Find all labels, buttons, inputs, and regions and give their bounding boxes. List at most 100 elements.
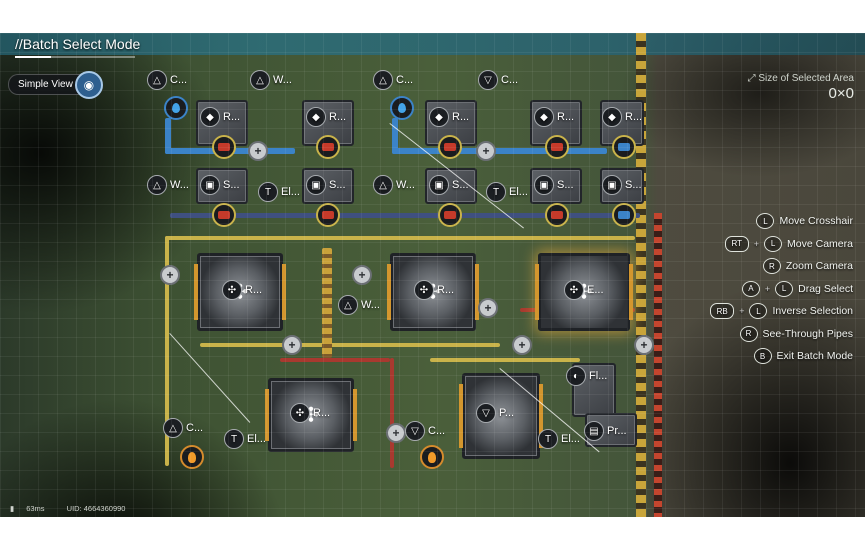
stick-l-icon: L xyxy=(764,235,783,252)
ore-resource-icon xyxy=(212,203,236,227)
well-icon: △ xyxy=(338,295,358,315)
building-tag[interactable]: ▣S... xyxy=(602,175,642,195)
button-a-icon: A xyxy=(741,280,760,297)
building-fl[interactable] xyxy=(572,363,616,417)
refinery-icon: ✣ xyxy=(290,403,310,423)
stick-r-icon: R xyxy=(762,258,781,275)
building-tag[interactable]: ▣S... xyxy=(429,175,469,195)
building-tag[interactable]: ▽C... xyxy=(478,70,518,90)
selected-area-label: ⤢ Size of Selected Area xyxy=(747,73,854,84)
flame-resource-icon xyxy=(180,445,204,469)
building-tag[interactable]: △C... xyxy=(147,70,187,90)
building-tag[interactable]: ▤Pr... xyxy=(584,421,627,441)
electric-pole-icon: T xyxy=(538,429,558,449)
building-refinery-3[interactable]: ✣ xyxy=(265,378,357,452)
pipe-junction-icon[interactable] xyxy=(282,335,302,355)
pipe-junction-icon[interactable] xyxy=(248,141,268,161)
building-tag[interactable]: △C... xyxy=(373,70,413,90)
pipe-junction-icon[interactable] xyxy=(160,265,180,285)
refinery-icon: ◆ xyxy=(429,107,449,127)
building-tag[interactable]: ◆R... xyxy=(306,107,346,127)
building-tag[interactable]: ◆R... xyxy=(602,107,642,127)
building-tag[interactable]: △W... xyxy=(338,295,380,315)
building-tag[interactable]: ◐Fl... xyxy=(566,366,607,386)
control-inverse-selection: RB+ L Inverse Selection xyxy=(710,300,853,323)
pipe-navy xyxy=(170,213,640,218)
electric-pole-icon: T xyxy=(486,182,506,202)
pipe-junction-icon[interactable] xyxy=(476,141,496,161)
button-b-icon: B xyxy=(753,348,772,365)
pipe-blue xyxy=(392,118,398,154)
pipe-junction-icon[interactable] xyxy=(352,265,372,285)
map-water-strip xyxy=(0,33,865,55)
stick-l-icon: L xyxy=(775,280,794,297)
simple-view-label: Simple View xyxy=(18,79,73,90)
pipe-yellow xyxy=(165,236,635,240)
refinery-icon: ◆ xyxy=(534,107,554,127)
building-tag[interactable]: ▣S... xyxy=(306,175,346,195)
controls-legend: L Move Crosshair RT+ L Move Camera R Zoo… xyxy=(710,210,853,368)
building-tag[interactable]: ✣R... xyxy=(222,280,262,300)
smelter-icon: ▣ xyxy=(306,175,326,195)
game-viewport[interactable]: ✣ ✣ ✣ ✣ △C... △W... △C... ▽C... ◆R... ◆R… xyxy=(0,33,865,517)
pipe-junction-icon[interactable] xyxy=(478,298,498,318)
control-move-camera: RT+ L Move Camera xyxy=(710,233,853,256)
crystal-resource-icon xyxy=(612,135,636,159)
crystal-resource-icon xyxy=(612,203,636,227)
simple-view-toggle[interactable]: Simple View ◉ xyxy=(8,71,103,99)
cooler-icon: △ xyxy=(147,70,167,90)
smelter-icon: ▣ xyxy=(602,175,622,195)
building-pump[interactable] xyxy=(459,373,543,459)
pipe-yellow xyxy=(430,358,580,362)
control-see-through-pipes: R See-Through Pipes xyxy=(710,323,853,346)
ore-resource-icon xyxy=(212,135,236,159)
pipe-junction-icon[interactable] xyxy=(386,423,406,443)
stick-l-icon: L xyxy=(749,303,768,320)
cooler-icon: ▽ xyxy=(405,421,425,441)
pipe-red xyxy=(390,358,394,468)
building-tag[interactable]: ▽P... xyxy=(476,403,514,423)
building-tag[interactable]: △C... xyxy=(163,418,203,438)
water-resource-icon xyxy=(164,96,188,120)
ore-resource-icon xyxy=(545,135,569,159)
electric-pole-icon: T xyxy=(224,429,244,449)
control-zoom-camera: R Zoom Camera xyxy=(710,255,853,278)
building-tag[interactable]: △W... xyxy=(250,70,292,90)
pipe-conveyor xyxy=(322,248,332,358)
building-tag[interactable]: ✣R... xyxy=(414,280,454,300)
signal-icon: ▮ xyxy=(10,504,17,513)
building-tag[interactable]: ◆R... xyxy=(534,107,574,127)
building-tag[interactable]: ◆R... xyxy=(429,107,469,127)
pipe-junction-icon[interactable] xyxy=(512,335,532,355)
building-tag[interactable]: ▽C... xyxy=(405,421,445,441)
building-tag[interactable]: ◆R... xyxy=(200,107,240,127)
building-e-glowing[interactable]: ✣ xyxy=(535,253,633,331)
cooler-icon: ▽ xyxy=(478,70,498,90)
control-drag-select: A+ L Drag Select xyxy=(710,278,853,301)
refinery-icon: ◆ xyxy=(306,107,326,127)
building-tag[interactable]: ▣S... xyxy=(534,175,574,195)
hazard-rail-red xyxy=(654,213,662,517)
smelter-icon: ▣ xyxy=(429,175,449,195)
bumper-rb-icon: RB xyxy=(710,303,735,320)
smelter-icon: ▣ xyxy=(534,175,554,195)
cooler-icon: △ xyxy=(163,418,183,438)
uid-text: UID: 4664360990 xyxy=(66,504,126,513)
refinery-icon: ◆ xyxy=(200,107,220,127)
filter-icon: ◐ xyxy=(566,366,586,386)
well-icon: △ xyxy=(250,70,270,90)
building-tag[interactable]: ▣S... xyxy=(200,175,240,195)
building-tag[interactable]: △W... xyxy=(373,175,415,195)
flame-resource-icon xyxy=(420,445,444,469)
pipe-junction-icon[interactable] xyxy=(634,335,654,355)
building-tag[interactable]: ✣R... xyxy=(290,403,330,423)
building-tag[interactable]: ✣E... xyxy=(564,280,604,300)
refinery-icon: ◆ xyxy=(602,107,622,127)
building-tag[interactable]: △W... xyxy=(147,175,189,195)
water-resource-icon xyxy=(390,96,414,120)
ore-resource-icon xyxy=(438,203,462,227)
